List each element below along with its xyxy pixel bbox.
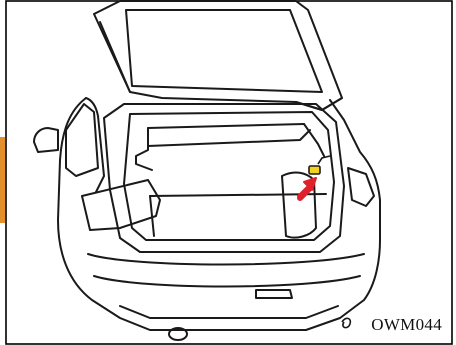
cargo-cover — [148, 130, 310, 146]
cargo-cover-top — [148, 124, 304, 128]
bumper-bottom — [120, 306, 338, 318]
tailgate-outer — [94, 1, 342, 110]
figure-code: OWM044 — [371, 316, 442, 333]
tailgate-glass — [126, 10, 322, 92]
car-outline — [34, 1, 380, 340]
bumper-top — [88, 254, 364, 265]
tail-light-left — [82, 180, 160, 230]
side-mirror — [34, 128, 58, 152]
tail-light-right — [348, 168, 374, 206]
cargo-light-icon — [309, 166, 320, 174]
